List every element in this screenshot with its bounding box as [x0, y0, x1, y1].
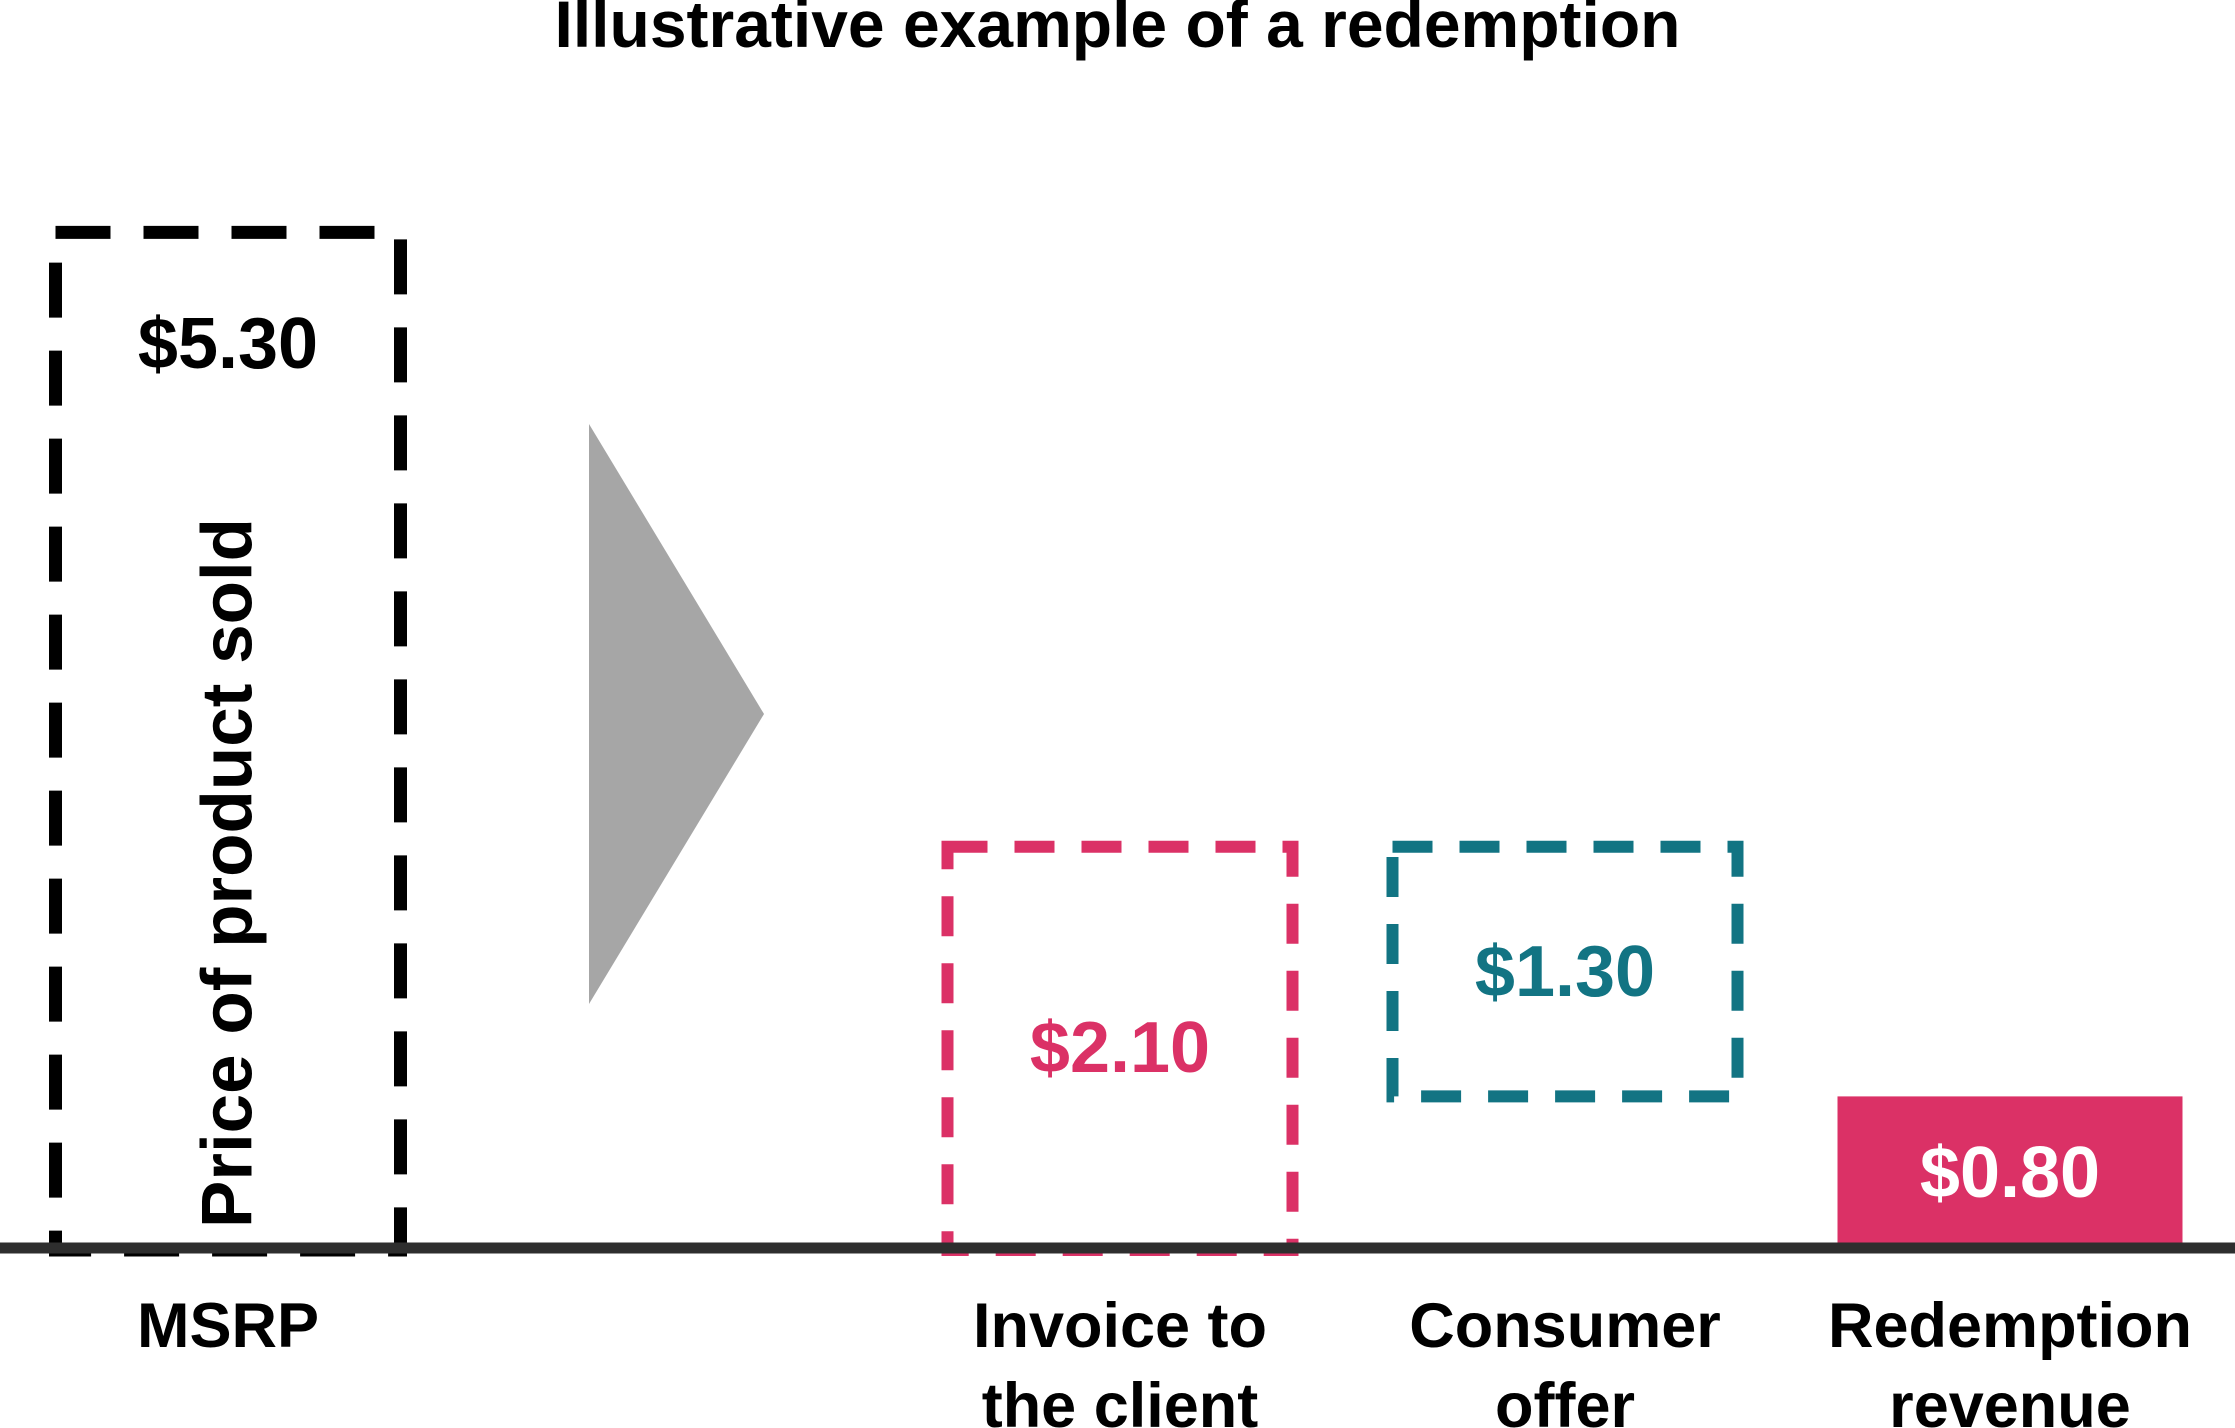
chart-title: Illustrative example of a redemption [554, 0, 1681, 61]
value-label-consumer-offer: $1.30 [1474, 931, 1656, 1012]
category-label-redemption-revenue: Redemption revenue [1827, 1291, 2193, 1428]
category-label-msrp: MSRP [136, 1291, 320, 1361]
category-label-invoice: Invoice to the client [972, 1291, 1268, 1428]
msrp-axis-label: Price of product sold [188, 517, 268, 1229]
bar-2 [1386, 840, 1744, 1103]
value-label-redemption-revenue: $0.80 [1919, 1133, 2101, 1214]
flow-arrow-icon [589, 424, 764, 1004]
value-label-invoice: $2.10 [1029, 1008, 1211, 1089]
bar-1 [941, 840, 1299, 1256]
bar-3 [1837, 1096, 2183, 1250]
category-label-consumer-offer: Consumer offer [1409, 1291, 1721, 1428]
value-label-msrp: $5.30 [137, 304, 319, 385]
